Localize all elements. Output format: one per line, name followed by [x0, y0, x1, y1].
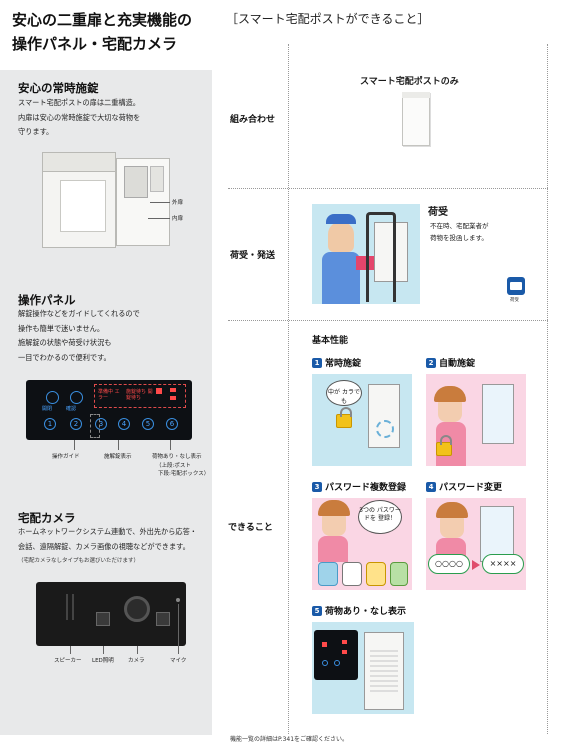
led-status-lock: 施錠待ち 開錠待ち	[126, 389, 153, 401]
callout-speaker: スピーカー	[54, 658, 82, 664]
operation-panel	[26, 380, 192, 440]
row-label-combination: 組み合わせ	[230, 115, 276, 125]
callout-lock-display: 施解錠表示	[104, 454, 132, 460]
footnote: 機能一覧の詳細はP.341をご確認ください。	[230, 736, 349, 743]
section-body-panel: 解錠操作などをガイドしてくれるので 操作も簡単で迷いません。 施解錠の状態や荷受…	[18, 309, 140, 362]
keypad-1: 1	[44, 418, 56, 430]
feature-3-card-2-icon	[342, 562, 362, 586]
feature-1-bubble: 中が カラでも	[326, 380, 362, 406]
receive-feature-desc: 不在時、宅配業者が 荷物を投函します。	[430, 222, 489, 242]
receive-feature-title: 荷受	[428, 207, 448, 218]
feature-4-arrow-icon	[472, 560, 480, 570]
feature-4-old-password: ○○○○	[428, 554, 470, 574]
section-title-lock: 安心の常時施錠	[18, 81, 99, 95]
right-section-title: ［スマート宅配ポストができること］	[226, 12, 430, 26]
open-close-button	[46, 391, 59, 404]
page-title: 安心の二重扉と充実機能の 操作パネル・宅配カメラ	[12, 11, 193, 53]
callout-camera: カメラ	[128, 658, 145, 664]
feature-3-card-4-icon	[390, 562, 408, 586]
feature-4-postbox	[480, 506, 514, 562]
post-box-scene	[374, 222, 408, 282]
combination-header: スマート宅配ポストのみ	[360, 77, 459, 87]
keypad-2: 2	[70, 418, 82, 430]
callout-mic: マイク	[170, 658, 187, 664]
camera-side-icon	[156, 612, 170, 626]
parcel-led-lower-icon	[170, 396, 176, 400]
lock-led-icon	[156, 388, 162, 394]
mic-icon	[176, 598, 180, 602]
led-status-ready: 準備中 エラー	[98, 389, 120, 401]
camera-note: （宅配カメラなしタイプもお選びいただけます）	[18, 558, 140, 564]
led-light-icon	[96, 612, 110, 626]
keypad-5: 5	[142, 418, 154, 430]
section-body-camera: ホームネットワークシステム連動で、外出先から応答・ 会話、遠隔解錠、カメラ画像の…	[18, 527, 197, 551]
feature-1-lock-icon	[336, 407, 352, 428]
feature-1-postbox	[368, 384, 400, 448]
keypad-3: 3	[95, 418, 107, 430]
camera-lens-icon	[124, 596, 150, 622]
row-label-receive: 荷受・発送	[230, 251, 276, 261]
section-title-camera: 宅配カメラ	[18, 511, 76, 525]
row-label-capabilities: できること	[228, 523, 273, 533]
feature-4-new-password: ××××	[482, 554, 524, 574]
feature-5-panel	[314, 630, 358, 680]
feature-2-postbox	[482, 384, 514, 444]
callout-led: LED照明	[92, 658, 114, 664]
delivery-person-face	[328, 222, 354, 252]
section-title-panel: 操作パネル	[18, 293, 76, 307]
callout-operation-guide: 操作ガイド	[52, 454, 80, 460]
keypad-6: 6	[166, 418, 178, 430]
keypad-4: 4	[118, 418, 130, 430]
callout-inner-door: 内扉	[172, 216, 184, 222]
basic-performance-title: 基本性能	[312, 336, 349, 346]
feature-3-card-1-icon	[318, 562, 338, 586]
speaker-grille-icon	[66, 594, 74, 620]
section-body-lock: スマート宅配ポストの扉は二重構造。 内扉は安心の常時施錠で大切な荷物を 守ります…	[18, 98, 141, 136]
feature-3-bubble: 3つの パスワードを 登録！	[358, 500, 402, 534]
post-box-product	[402, 92, 430, 146]
callout-outer-door: 外扉	[172, 200, 184, 206]
callout-parcel-display: 荷物あり・なし表示	[152, 454, 202, 460]
delivery-cap-icon	[326, 214, 356, 224]
feature-3-card-3-icon	[366, 562, 386, 586]
parcel-led-upper-icon	[170, 388, 176, 392]
confirm-button	[70, 391, 83, 404]
feature-2-lock-icon	[436, 435, 452, 456]
